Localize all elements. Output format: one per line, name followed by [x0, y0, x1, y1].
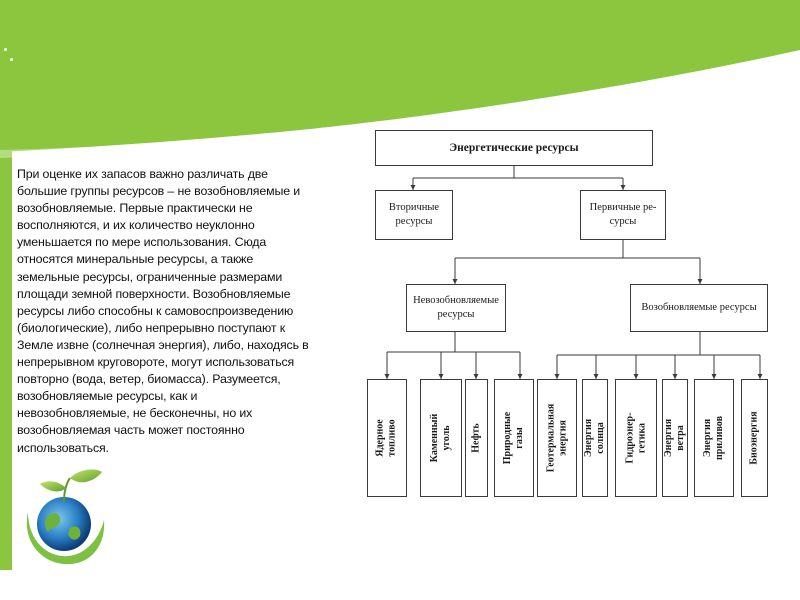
node-secondary-resources: Вторичные ресурсы — [375, 190, 453, 240]
globe-with-sprout-icon — [26, 469, 105, 565]
text-line: Земле извне (солнечная энергия), либо, н… — [17, 337, 309, 352]
leaf-wind: Энергия ветра — [662, 379, 688, 497]
text-line: ресурсы либо способны к самовоспроизведе… — [17, 303, 294, 318]
text-line: земельные ресурсы, ограниченные размерам… — [17, 269, 283, 284]
text-line: При оценке их запасов важно различать дв… — [17, 167, 268, 181]
leaf-label: Нефть — [470, 423, 482, 453]
leaf-solar: Энергия солнца — [582, 379, 608, 497]
node-label: Возобновляемые ресурсы — [641, 302, 757, 313]
text-line: возобновляемые ресурсы, как и — [17, 389, 198, 404]
slide-body-text: При оценке их запасов важно различать дв… — [17, 166, 357, 457]
node-label: Первичные ре- сурсы — [589, 202, 657, 227]
text-line: невозобновляемые, не бесконечны, но их — [17, 406, 253, 421]
node-primary-resources: Первичные ре- сурсы — [580, 190, 666, 240]
leaf-label: Ядерное топливо — [374, 419, 398, 457]
text-line: возобновляемая часть может постоянно — [17, 423, 245, 438]
leaf-label: Каменный уголь — [429, 413, 452, 463]
leaf-label: Энергия солнца — [583, 418, 607, 458]
decor-dot — [4, 48, 7, 51]
text-line: использоваться. — [17, 440, 109, 455]
text-line: возобновляемые. Первые практически не — [17, 201, 253, 216]
text-line: восполняются, и их количество неуклонно — [17, 218, 255, 233]
text-line: большие группы ресурсов – не возобновляе… — [17, 184, 301, 199]
leaf-geothermal: Геотермальная энергия — [537, 379, 577, 497]
leaf-label: Энергия ветра — [663, 418, 687, 458]
text-line: непрерывном круговороте, могут использов… — [17, 355, 295, 370]
node-nonrenewable-resources: Невозобновляемые ресурсы — [406, 284, 506, 332]
leaf-label: Геотермальная энергия — [545, 403, 569, 473]
node-label: Энергетические ресурсы — [449, 142, 579, 154]
leaf-hydro: Гидроэнер- гетика — [615, 379, 657, 497]
node-energy-resources: Энергетические ресурсы — [375, 130, 653, 166]
text-line: площади земной поверхности. Возобновляем… — [17, 286, 291, 301]
node-renewable-resources: Возобновляемые ресурсы — [630, 284, 768, 332]
decor-dot — [10, 58, 13, 61]
text-line: (биологические), либо непрерывно поступа… — [17, 320, 285, 335]
leaf-label: Природные газы — [502, 411, 526, 465]
leaf-label: Энергия приливов — [702, 416, 726, 460]
leaf-coal: Каменный уголь — [420, 379, 462, 497]
leaf-nuclear-fuel: Ядерное топливо — [367, 379, 407, 497]
leaf-bioenergy: Биоэнергия — [741, 379, 768, 497]
leaf-oil: Нефть — [465, 379, 488, 497]
leaf-tidal: Энергия приливов — [694, 379, 734, 497]
node-label: Невозобновляемые ресурсы — [413, 295, 499, 320]
leaf-label: Гидроэнер- гетика — [624, 412, 647, 464]
node-label: Вторичные ресурсы — [388, 202, 440, 227]
leaf-label: Биоэнергия — [748, 411, 760, 465]
leaf-natural-gas: Природные газы — [494, 379, 534, 497]
text-line: уменьшается по мере использования. Сюда — [17, 235, 267, 250]
text-line: относятся минеральные ресурсы, а также — [17, 252, 254, 267]
text-line: повторно (вода, ветер, биомасса). Разуме… — [17, 372, 281, 387]
